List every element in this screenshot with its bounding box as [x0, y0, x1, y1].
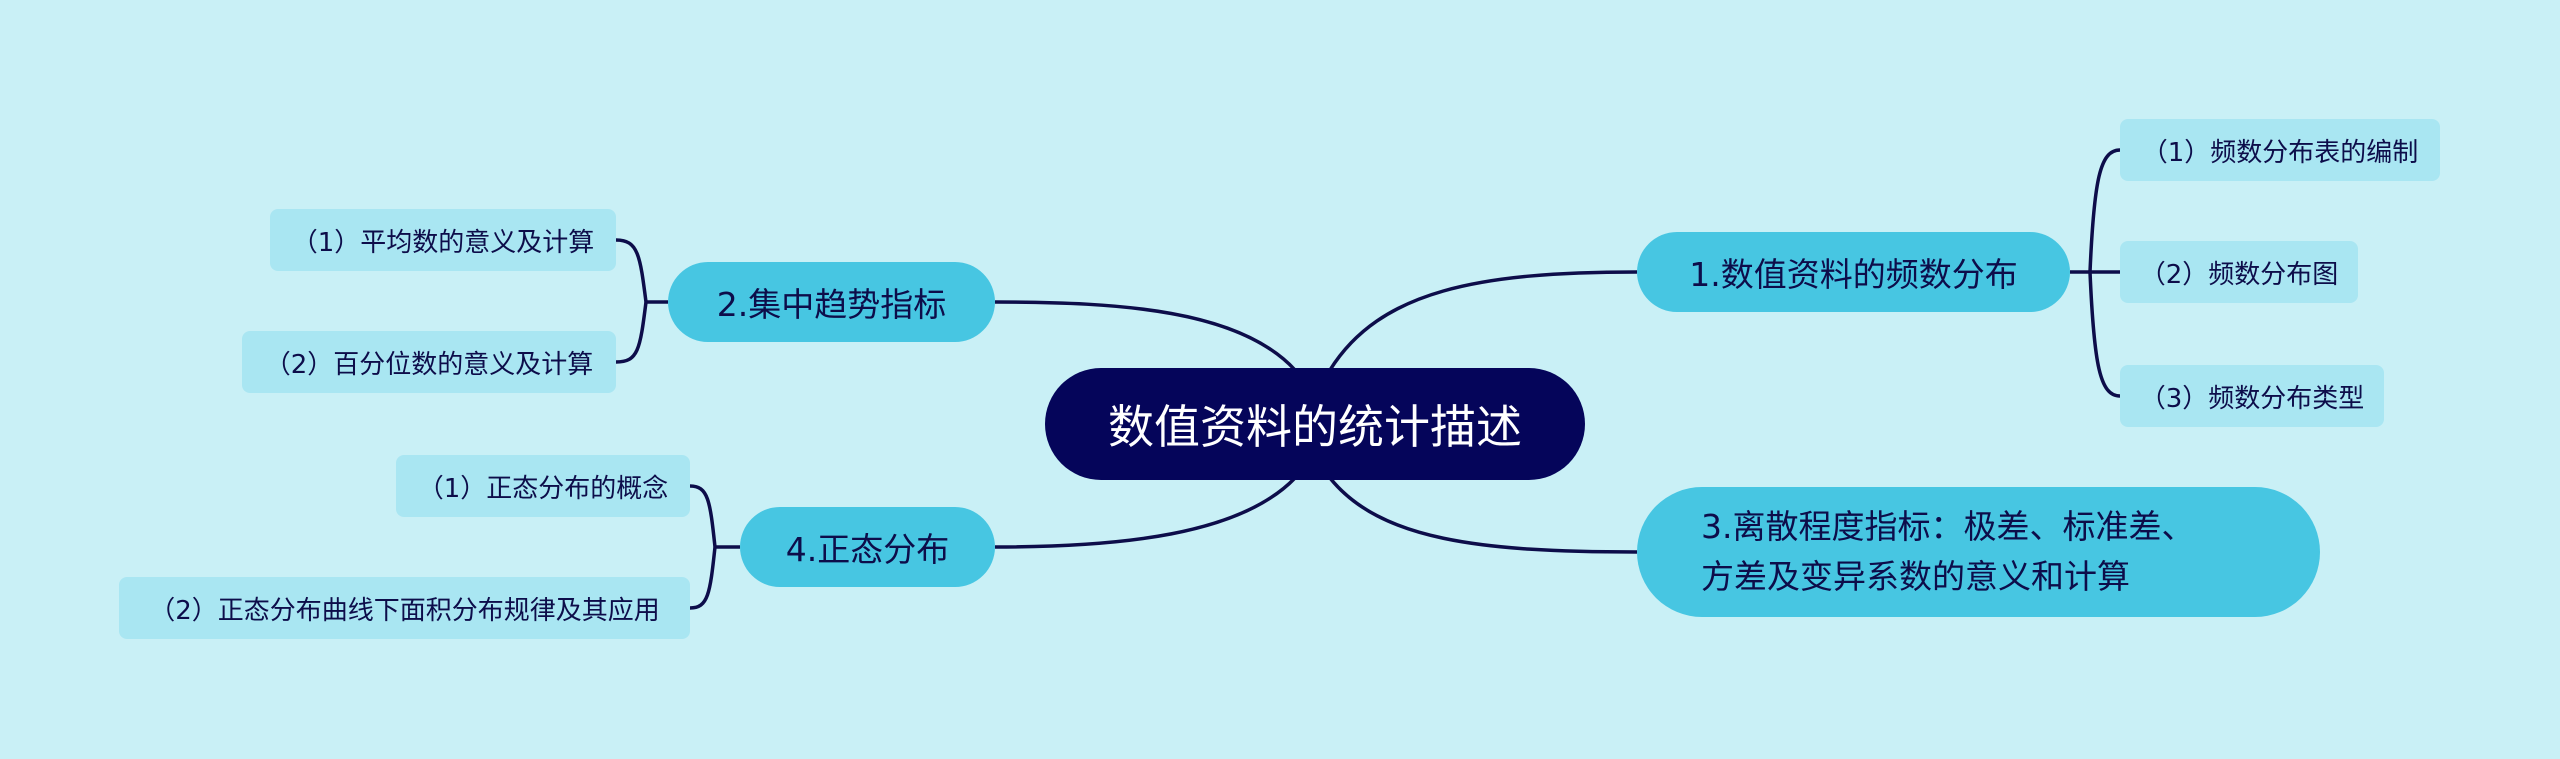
link-b4-c2	[689, 546, 717, 610]
branch-node-1[interactable]: 1.数值资料的频数分布	[1637, 232, 2070, 312]
link-b2-c2	[615, 301, 648, 364]
branch-label: 1.数值资料的频数分布	[1689, 255, 2018, 294]
link-root-b2	[994, 300, 1297, 372]
leaf-label: （1）正态分布的概念	[417, 473, 669, 504]
branch-label: 3.离散程度指标：极差、标准差、方差及变异系数的意义和计算	[1701, 507, 2195, 596]
branch-label: 2.集中趋势指标	[716, 285, 947, 324]
link-b4-c1	[689, 484, 717, 548]
leaf-node-2-1[interactable]: （1）平均数的意义及计算	[270, 209, 616, 271]
branch-node-3[interactable]: 3.离散程度指标：极差、标准差、方差及变异系数的意义和计算	[1637, 487, 2320, 617]
link-root-b1	[1328, 270, 1638, 371]
root-node[interactable]: 数值资料的统计描述	[1045, 368, 1585, 480]
branch-node-2[interactable]: 2.集中趋势指标	[668, 262, 995, 342]
link-root-b4	[994, 476, 1297, 549]
leaf-node-1-1[interactable]: （1）频数分布表的编制	[2120, 119, 2440, 181]
link-b2-c1	[615, 238, 648, 303]
root-label: 数值资料的统计描述	[1108, 400, 1522, 454]
leaf-label: （2）百分位数的意义及计算	[264, 349, 594, 380]
leaf-label: （3）频数分布类型	[2139, 383, 2365, 414]
branch-label: 4.正态分布	[785, 530, 950, 569]
leaf-label: （1）平均数的意义及计算	[291, 227, 595, 258]
branch-node-4[interactable]: 4.正态分布	[740, 507, 995, 587]
link-b1-c3	[2088, 271, 2121, 398]
link-root-b3	[1328, 476, 1638, 554]
leaf-label: （2）频数分布图	[2139, 259, 2339, 290]
leaf-node-4-2[interactable]: （2）正态分布曲线下面积分布规律及其应用	[119, 577, 690, 639]
leaf-node-4-1[interactable]: （1）正态分布的概念	[396, 455, 690, 517]
link-b1-c1	[2088, 148, 2121, 273]
leaf-label: （2）正态分布曲线下面积分布规律及其应用	[149, 595, 660, 626]
leaf-node-1-3[interactable]: （3）频数分布类型	[2120, 365, 2384, 427]
leaf-node-1-2[interactable]: （2）频数分布图	[2120, 241, 2358, 303]
leaf-node-2-2[interactable]: （2）百分位数的意义及计算	[242, 331, 616, 393]
leaf-label: （1）频数分布表的编制	[2141, 137, 2419, 168]
